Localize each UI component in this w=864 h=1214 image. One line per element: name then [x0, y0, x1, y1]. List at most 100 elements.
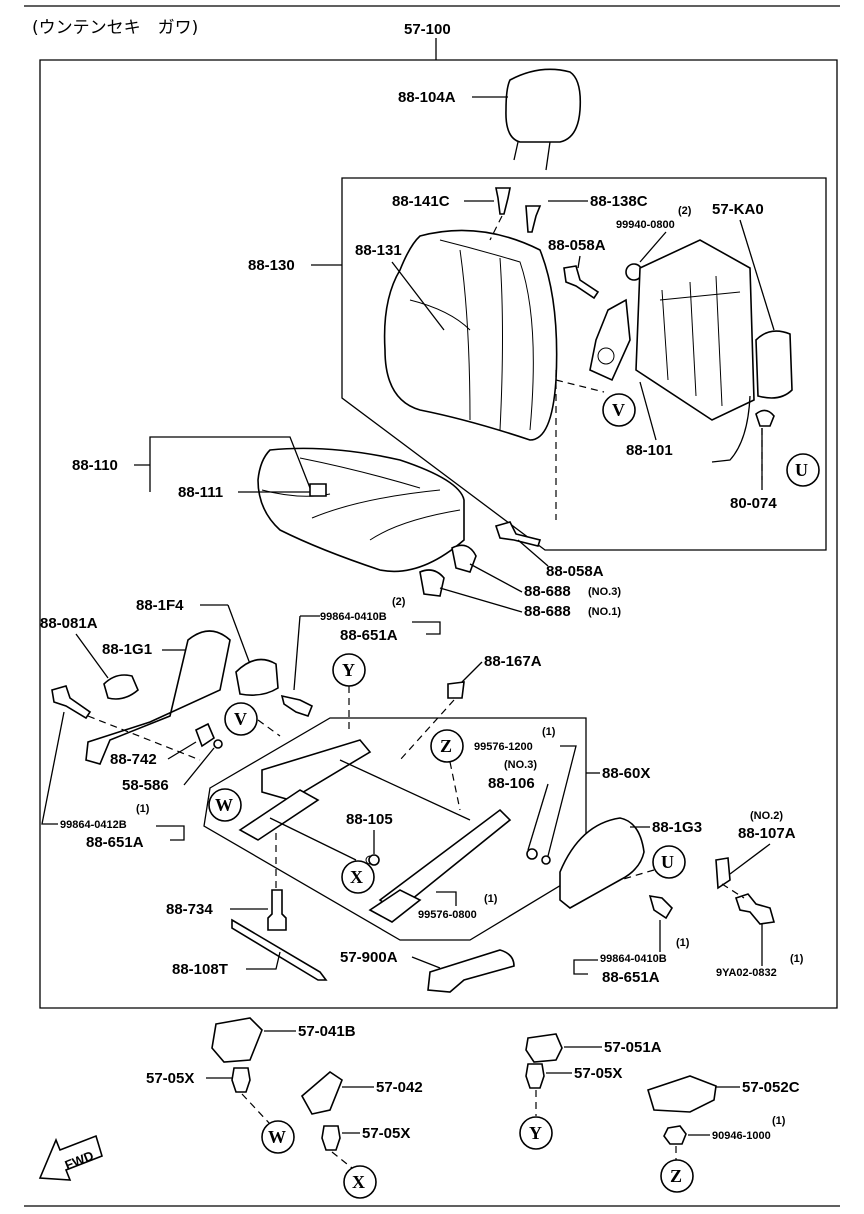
label-88-688-no3: 88-688 [524, 583, 571, 600]
cover-88-108T [231, 918, 328, 981]
label-88-101: 88-101 [626, 442, 673, 459]
label-88-138C: 88-138C [590, 193, 648, 210]
label-88-107A: 88-107A [738, 825, 796, 842]
callout-V-top-label: V [612, 400, 625, 420]
cover-57-042 [300, 1070, 343, 1115]
label-80-074: 80-074 [730, 495, 777, 512]
leader-88-110 [134, 436, 311, 492]
label-57-052C: 57-052C [742, 1079, 800, 1096]
callout-X-mid [341, 860, 375, 894]
label-q1-a: (1) [542, 726, 556, 738]
label-99940-0800-qty: (2) [678, 205, 692, 217]
ring-88-106 [526, 848, 538, 860]
clip-88-141C [495, 187, 511, 215]
label-q1-b: (1) [136, 803, 150, 815]
leader-88-742 [167, 741, 197, 760]
leader-88-688-no3 [469, 563, 523, 593]
ring-88-105 [368, 854, 380, 866]
label-88-651A-left: 88-651A [86, 834, 144, 851]
label-99864-0410B-bot: 99864-0410B [600, 953, 667, 965]
label-88-105: 88-105 [346, 811, 393, 828]
label-88-104A: 88-104A [398, 89, 456, 106]
label-88-110: 88-110 [72, 457, 118, 474]
leader-88-058A-bot [517, 539, 549, 567]
callout-W-bot-label: W [268, 1127, 286, 1147]
label-88-167A: 88-167A [484, 653, 542, 670]
callout-V-top [602, 393, 636, 427]
label-9YA02-0832: 9YA02-0832 [716, 967, 777, 979]
cover-57-051A [525, 1033, 563, 1063]
seat-cushion-part [257, 447, 465, 573]
callout-V-left [224, 702, 258, 736]
leader-88-058A-top [577, 255, 581, 269]
callout-Z-mid-label: Z [440, 736, 452, 756]
callout-U-right [652, 845, 686, 879]
clip-88-107A [715, 857, 731, 890]
seatback-frame-part [635, 239, 793, 463]
label-88-111: 88-111 [178, 484, 223, 501]
label-99576-1200: 99576-1200 [474, 741, 533, 753]
buckle-57-900A [427, 949, 515, 993]
leader-88-688-no1 [439, 587, 523, 613]
screw-99864-0410B-top [280, 694, 314, 717]
label-57-042: 57-042 [376, 1079, 423, 1096]
label-88-1G3: 88-1G3 [652, 819, 702, 836]
label-99864-0412B: 99864-0412B [60, 819, 127, 831]
label-88-734: 88-734 [166, 901, 213, 918]
cover-88-688-no1 [419, 569, 445, 597]
callout-Z-mid [430, 729, 464, 763]
cover-57-041B [211, 1017, 263, 1063]
seatback-cushion-part [383, 229, 558, 441]
callout-Y-mid-label: Y [342, 660, 355, 680]
label-88-1G1: 88-1G1 [102, 641, 152, 658]
label-99940-0800: 99940-0800 [616, 219, 675, 231]
label-57-100: 57-100 [404, 21, 451, 38]
label-58-586: 58-586 [122, 777, 169, 794]
leader-99576-0800 [436, 891, 457, 906]
tab-88-111 [309, 483, 327, 497]
callout-Z-bot [660, 1159, 694, 1193]
bolt-88-734 [267, 889, 287, 931]
shield-88-1G3 [559, 817, 645, 909]
headrest-part [505, 68, 582, 171]
clip-88-167A [447, 681, 465, 699]
callout-Y-bot [519, 1116, 553, 1150]
leader-88-167A [461, 661, 483, 683]
label-57-051A: 57-051A [604, 1039, 662, 1056]
label-57-041B: 57-041B [298, 1023, 356, 1040]
callout-W-mid-label: W [215, 795, 233, 815]
leader-57-KA0 [739, 219, 775, 331]
leader-88-131 [391, 261, 445, 331]
label-no2: (NO.2) [750, 810, 783, 822]
callout-X-mid-label: X [350, 867, 363, 887]
label-no3-a: (NO.3) [588, 586, 621, 598]
label-q2: (2) [392, 596, 406, 608]
label-q1-e: (1) [790, 953, 804, 965]
bolt-88-058A-bot [494, 521, 542, 547]
bolt-88-058A-top [563, 265, 600, 300]
callout-Z-bot-label: Z [670, 1166, 682, 1186]
ring-99576-1200 [541, 855, 551, 865]
label-88-106: 88-106 [488, 775, 535, 792]
label-88-651A-top: 88-651A [340, 627, 398, 644]
shield-88-1G1 [85, 630, 231, 765]
callout-X-bot [343, 1165, 377, 1199]
track-frame [203, 717, 587, 941]
leader-58-586 [183, 747, 215, 786]
screw-57-05X-a [231, 1067, 251, 1093]
label-88-081A: 88-081A [40, 615, 98, 632]
connector-80-074 [755, 409, 775, 427]
label-57-KA0: 57-KA0 [712, 201, 764, 218]
callout-V-left-label: V [234, 709, 247, 729]
screw-99864-0410B-bot [648, 895, 674, 920]
callout-U-top-label: U [795, 460, 808, 480]
label-99576-0800: 99576-0800 [418, 909, 477, 921]
callout-W-mid [208, 788, 242, 822]
label-99864-0410B-top: 99864-0410B [320, 611, 387, 623]
leader-99864-0412B [41, 711, 65, 825]
label-88-141C: 88-141C [392, 193, 450, 210]
bolt-left [51, 685, 92, 720]
clip-88-138C [525, 205, 542, 233]
label-90946-1000: 90946-1000 [712, 1130, 771, 1142]
